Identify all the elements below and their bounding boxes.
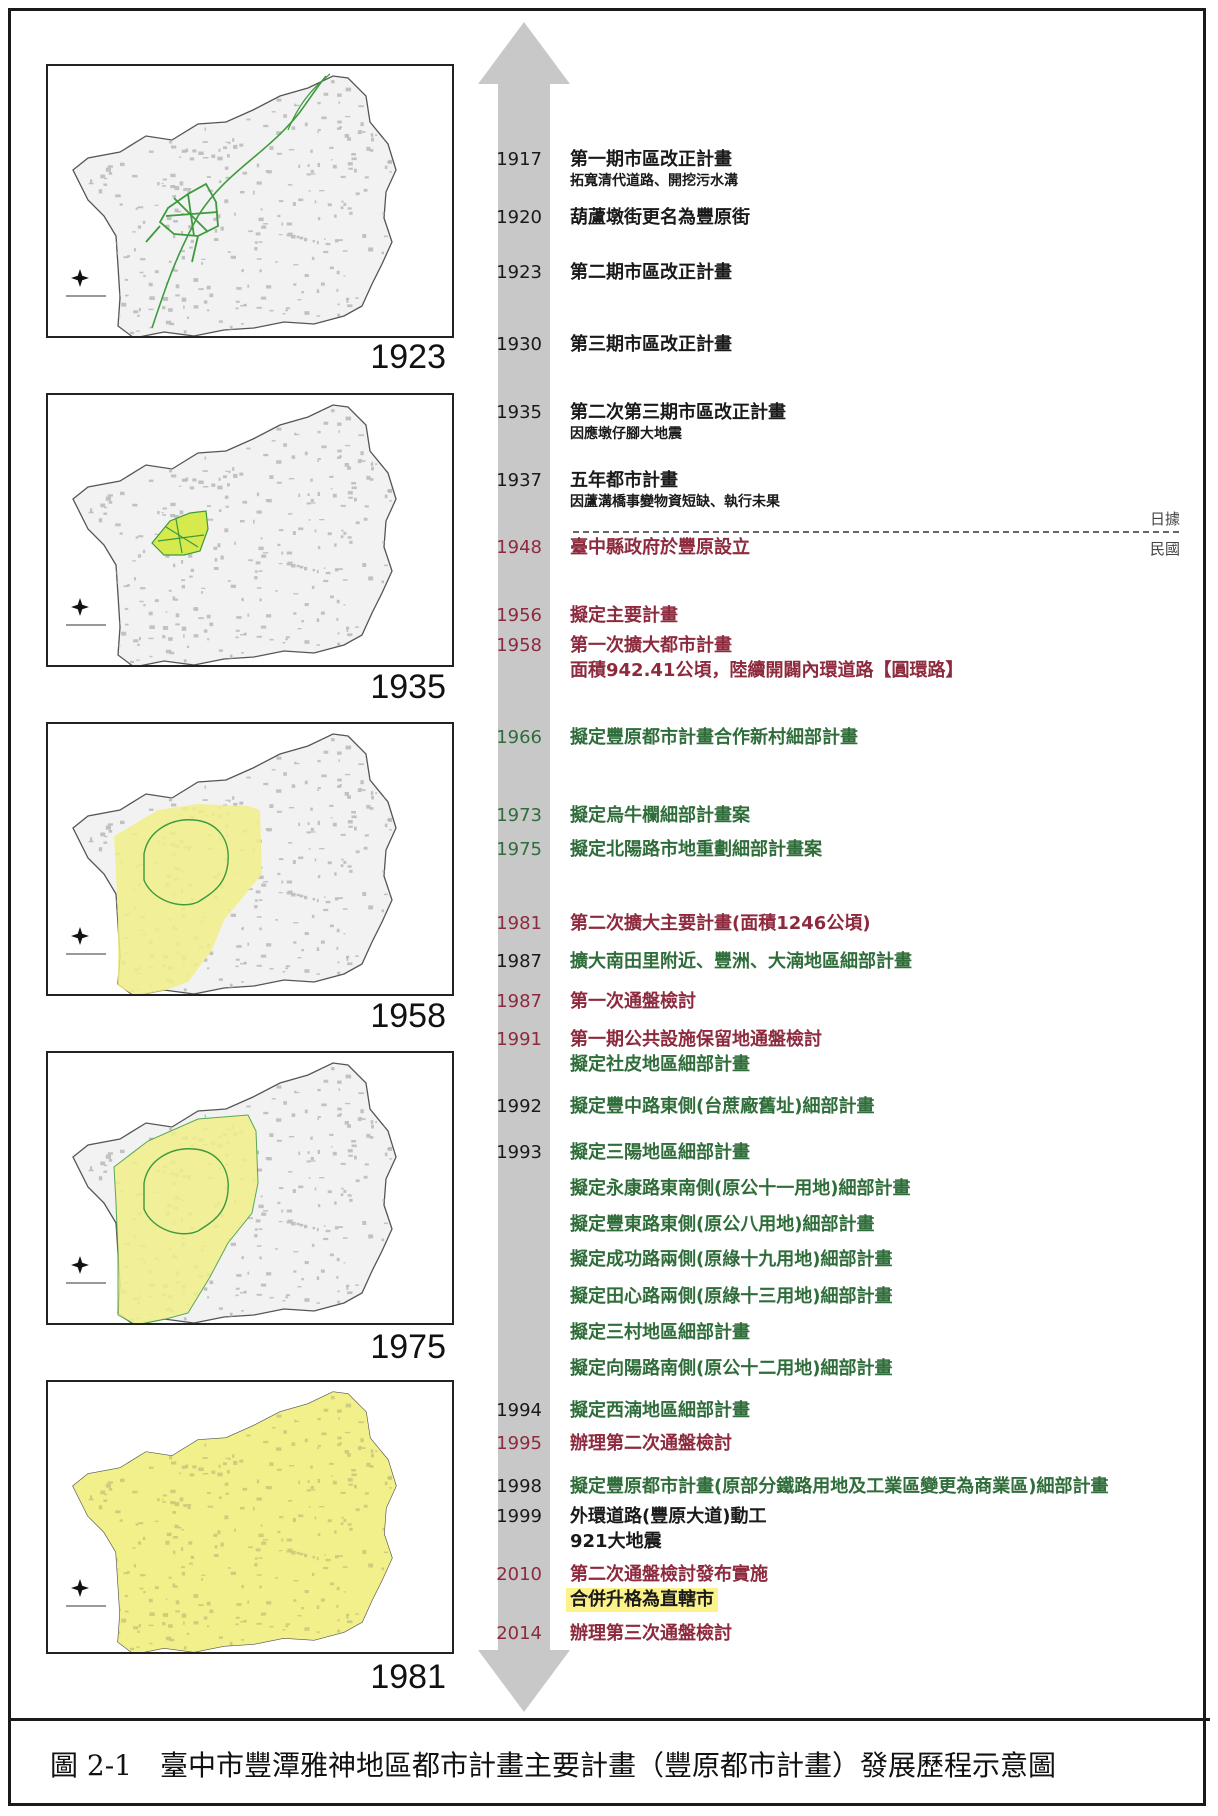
event-title: 第三期市區改正計畫 — [570, 334, 732, 355]
event-year: 1987 — [496, 991, 542, 1012]
event-title-line2: 面積942.41公頃，陸續開闢內環道路【圓環路】 — [570, 660, 964, 681]
event-year: 1981 — [496, 913, 542, 934]
event-title: 擬定豐東路東側(原公八用地)細部計畫 — [570, 1214, 875, 1235]
era-label-japanese: 日據 — [1149, 510, 1180, 528]
event-title: 擬定烏牛欄細部計畫案 — [570, 805, 750, 826]
event-title: 第一期市區改正計畫 — [570, 149, 732, 170]
event-year: 1994 — [496, 1400, 542, 1421]
caption-divider — [8, 1718, 1210, 1721]
event-year: 1991 — [496, 1029, 542, 1050]
event-title: 五年都市計畫 — [570, 470, 678, 491]
figure-frame — [8, 8, 1206, 1806]
event-title: 擬定豐原都市計畫(原部分鐵路用地及工業區變更為商業區)細部計畫 — [570, 1476, 1109, 1497]
event-title: 辦理第三次通盤檢討 — [570, 1623, 732, 1644]
north-arrow-icon — [66, 1256, 106, 1284]
event-year: 1923 — [496, 262, 542, 283]
map-year-1923: 1923 — [370, 338, 446, 376]
event-title: 第一期公共設施保留地通盤檢討 — [570, 1029, 822, 1050]
event-title-line2: 擬定社皮地區細部計畫 — [570, 1054, 750, 1075]
event-title: 第二期市區改正計畫 — [570, 262, 732, 283]
event-year: 1975 — [496, 839, 542, 860]
figure-caption: 圖 2-1 臺中市豐潭雅神地區都市計畫主要計畫（豐原都市計畫）發展歷程示意圖 — [50, 1744, 1056, 1784]
era-divider — [573, 531, 1179, 533]
event-year: 1930 — [496, 334, 542, 355]
event-year: 1999 — [496, 1506, 542, 1527]
event-title: 擬定向陽路南側(原公十二用地)細部計畫 — [570, 1358, 893, 1379]
event-year: 2014 — [496, 1623, 542, 1644]
ring-road — [143, 819, 229, 906]
map-year-1958: 1958 — [370, 997, 446, 1035]
event-note: 因蘆溝橋事變物資短缺、執行未果 — [570, 494, 780, 510]
event-title: 臺中縣政府於豐原設立 — [570, 537, 750, 558]
map-1958 — [46, 722, 454, 996]
event-title: 第一次擴大都市計畫 — [570, 635, 732, 656]
event-title: 葫蘆墩街更名為豐原街 — [570, 207, 750, 228]
event-year: 1992 — [496, 1096, 542, 1117]
map-year-1935: 1935 — [370, 668, 446, 706]
map-year-1981: 1981 — [370, 1658, 446, 1696]
event-title: 擬定北陽路市地重劃細部計畫案 — [570, 839, 822, 860]
event-title: 擬定田心路兩側(原綠十三用地)細部計畫 — [570, 1286, 893, 1307]
district-boundary — [72, 75, 397, 336]
event-year: 1987 — [496, 951, 542, 972]
event-title: 擬定豐中路東側(台蔗廠舊址)細部計畫 — [570, 1096, 875, 1117]
map-year-1975: 1975 — [370, 1328, 446, 1366]
district-boundary — [72, 404, 397, 665]
north-arrow-icon — [66, 598, 106, 626]
map-1935 — [46, 393, 454, 667]
event-year: 1937 — [496, 470, 542, 491]
event-title: 擬定豐原都市計畫合作新村細部計畫 — [570, 727, 858, 748]
event-year: 1935 — [496, 402, 542, 423]
urban-plan-area — [114, 804, 262, 994]
event-title: 第二次擴大主要計畫(面積1246公頃) — [570, 913, 871, 934]
event-year: 2010 — [496, 1564, 542, 1585]
event-year: 1995 — [496, 1433, 542, 1454]
north-arrow-icon — [66, 269, 106, 297]
map-1981 — [46, 1380, 454, 1654]
event-title: 擬定三陽地區細部計畫 — [570, 1142, 750, 1163]
event-year: 1956 — [496, 605, 542, 626]
figure-number: 圖 2-1 — [50, 1749, 132, 1782]
event-title-line2: 921大地震 — [570, 1531, 662, 1552]
map-1975 — [46, 1051, 454, 1325]
event-year: 1917 — [496, 149, 542, 170]
event-title: 第二次通盤檢討發布實施 — [570, 1564, 768, 1585]
event-year: 1966 — [496, 727, 542, 748]
event-title: 第二次第三期市區改正計畫 — [570, 402, 786, 423]
event-title-line2: 合併升格為直轄市 — [566, 1588, 718, 1612]
figure-title: 臺中市豐潭雅神地區都市計畫主要計畫（豐原都市計畫）發展歷程示意圖 — [160, 1749, 1057, 1782]
timeline-axis-arrow — [478, 22, 570, 1712]
event-title: 擬定西湳地區細部計畫 — [570, 1400, 750, 1421]
event-title: 第一次通盤檢討 — [570, 991, 696, 1012]
event-title: 擴大南田里附近、豐洲、大湳地區細部計畫 — [570, 951, 912, 972]
event-year: 1920 — [496, 207, 542, 228]
era-label-roc: 民國 — [1149, 540, 1180, 558]
event-title: 擬定主要計畫 — [570, 605, 678, 626]
map-1923 — [46, 64, 454, 338]
ring-road — [143, 1148, 229, 1235]
event-year: 1948 — [496, 537, 542, 558]
event-note: 拓寬清代道路、開挖污水溝 — [570, 173, 738, 189]
street-grid — [145, 182, 219, 263]
railway-route — [151, 75, 327, 329]
event-title: 辦理第二次通盤檢討 — [570, 1433, 732, 1454]
event-note: 因應墩仔腳大地震 — [570, 426, 682, 442]
event-title: 擬定三村地區細部計畫 — [570, 1322, 750, 1343]
event-year: 1993 — [496, 1142, 542, 1163]
event-title: 擬定成功路兩側(原綠十九用地)細部計畫 — [570, 1249, 893, 1270]
north-arrow-icon — [66, 1579, 106, 1607]
event-title: 擬定永康路東南側(原公十一用地)細部計畫 — [570, 1178, 911, 1199]
event-year: 1998 — [496, 1476, 542, 1497]
north-arrow-icon — [66, 927, 106, 955]
event-title: 外環道路(豐原大道)動工 — [570, 1506, 767, 1527]
event-year: 1973 — [496, 805, 542, 826]
event-year: 1958 — [496, 635, 542, 656]
